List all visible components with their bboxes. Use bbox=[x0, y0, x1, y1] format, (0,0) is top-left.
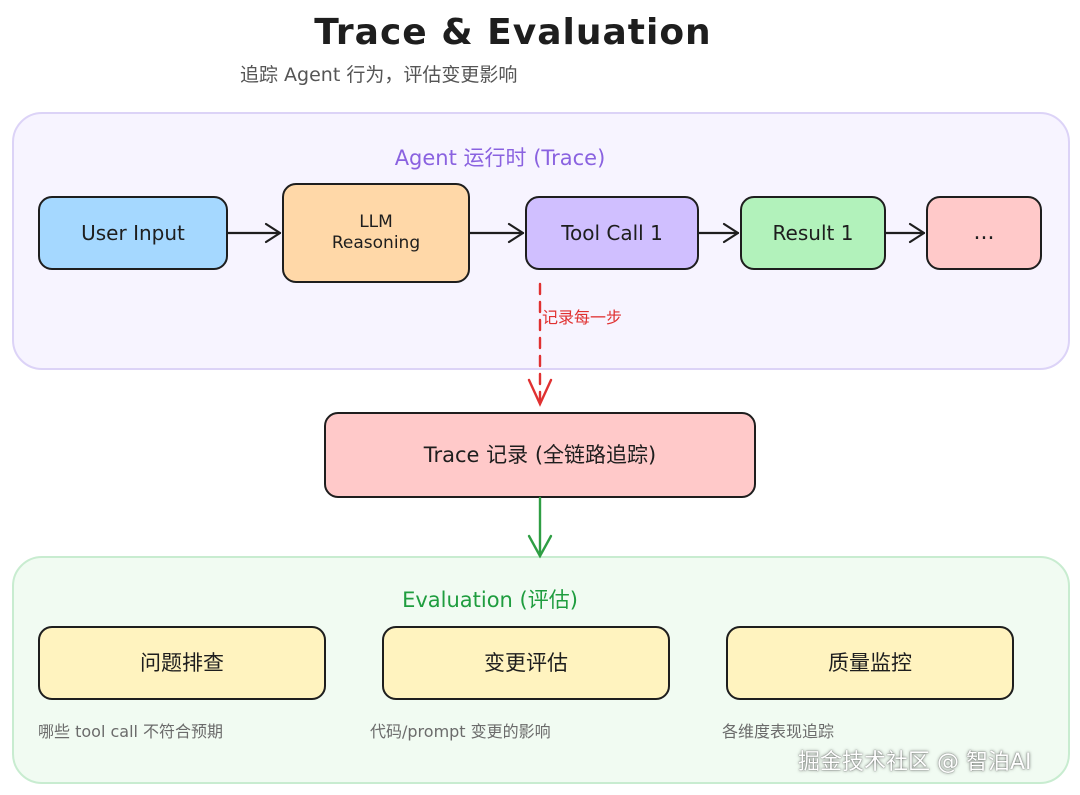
node-tool-call: Tool Call 1 bbox=[525, 196, 699, 270]
eval-caption-troubleshooting: 哪些 tool call 不符合预期 bbox=[38, 722, 224, 741]
arrow-trace-to-eval bbox=[527, 496, 553, 559]
trace-panel-heading: Agent 运行时 (Trace) bbox=[394, 146, 606, 170]
page-title: Trace & Evaluation bbox=[314, 12, 712, 53]
node-user-input: User Input bbox=[38, 196, 228, 270]
node-more: ... bbox=[926, 196, 1042, 270]
eval-item-troubleshooting: 问题排查 bbox=[38, 626, 326, 700]
watermark: 掘金技术社区 @ 智泊AI bbox=[798, 750, 1032, 775]
node-llm-reasoning: LLM Reasoning bbox=[282, 183, 470, 283]
eval-item-change-assessment: 变更评估 bbox=[382, 626, 670, 700]
eval-caption-quality-monitoring: 各维度表现追踪 bbox=[722, 722, 835, 741]
evaluation-panel-heading: Evaluation (评估) bbox=[402, 588, 578, 612]
record-edge-label: 记录每一步 bbox=[542, 308, 623, 327]
eval-caption-change-assessment: 代码/prompt 变更的影响 bbox=[370, 722, 551, 741]
eval-item-quality-monitoring: 质量监控 bbox=[726, 626, 1014, 700]
node-result: Result 1 bbox=[740, 196, 886, 270]
page-subtitle: 追踪 Agent 行为，评估变更影响 bbox=[240, 64, 518, 86]
trace-record-node: Trace 记录 (全链路追踪) bbox=[324, 412, 756, 498]
